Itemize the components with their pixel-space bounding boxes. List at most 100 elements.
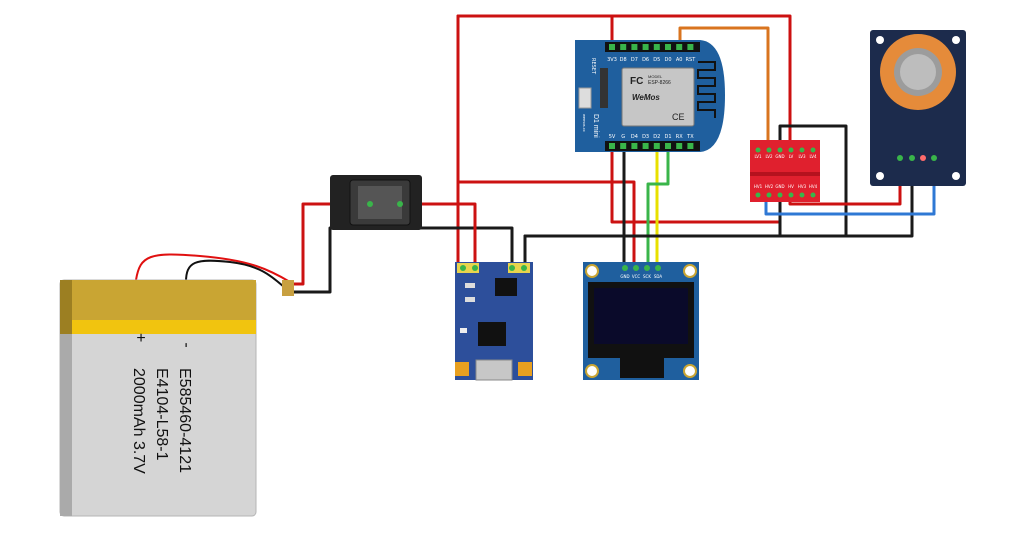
shifter-pin-label-lv1: LV1: [754, 154, 762, 159]
d1-pin-d5: [653, 44, 660, 50]
charger-pin-2: [472, 265, 478, 271]
d1-fcc-mark: FC: [630, 76, 643, 87]
shifter-board: [750, 140, 820, 202]
d1-brand: WeMos: [632, 93, 660, 102]
d1-pin-d3: [642, 143, 649, 149]
charger-pin-4: [521, 265, 527, 271]
shifter-pin-lv4: [810, 147, 816, 153]
d1-reset-label: RESET: [590, 58, 596, 75]
oled-hole-tr: [683, 264, 697, 278]
charger-resistor-2: [465, 297, 475, 302]
shifter-pin-label-hv3: HV3: [798, 184, 807, 189]
d1-pin-label-d2: D2: [653, 134, 660, 140]
wire-3v3-red: [610, 14, 792, 152]
d1-pin-label-d1: D1: [664, 134, 671, 140]
shifter-pin-label-lv2: LV2: [765, 154, 773, 159]
wire-gnd-black-2: [523, 180, 626, 270]
charger-pad-tl: [457, 263, 479, 273]
oled-ribbon: [620, 358, 664, 378]
charger-module: [455, 262, 533, 381]
oled-hole-br: [683, 364, 697, 378]
sensor-led: [920, 155, 926, 161]
charger-pad-bl: [455, 362, 469, 376]
d1-pin-d2: [653, 143, 660, 149]
oled-pin-gnd: [622, 265, 628, 271]
d1-model-label: MODEL: [648, 74, 663, 79]
sensor-hole-4: [952, 172, 960, 180]
charger-usb-port[interactable]: [475, 359, 513, 381]
d1-pin-rst: [687, 44, 694, 50]
d1-chip-label: ESP-8266: [648, 80, 671, 86]
shifter-pin-hv4: [810, 192, 816, 198]
battery-top-tape: [60, 280, 256, 320]
sensor-hole-1: [876, 36, 884, 44]
wire-gnd-black-4: [778, 124, 848, 238]
d1-website: wemos.cc: [582, 114, 587, 132]
d1-pin-label-a0: A0: [676, 57, 683, 63]
battery: - + E585460-4121 E4104-L58-1 2000mAh 3.7…: [59, 279, 294, 517]
d1-pin-label-d6: D6: [642, 57, 649, 63]
d1-pin-label-d8: D8: [620, 57, 627, 63]
wire-5v-red-2: [456, 14, 636, 270]
battery-connector: [282, 280, 294, 296]
battery-lead-black: [185, 259, 291, 293]
d1-pin-d8: [620, 44, 627, 50]
battery-spec-line1: E585460-4121: [176, 368, 193, 473]
shifter-pin-label-gnd: GND: [775, 154, 784, 159]
shifter-pin-label-hv2: HV2: [765, 184, 774, 189]
battery-minus-label: -: [178, 342, 195, 347]
shifter-pin-hv: [788, 192, 794, 198]
d1-pin-label-d0: D0: [664, 57, 671, 63]
oled-pin-label-gnd: GND: [620, 274, 629, 279]
wire-sensor-blue: [764, 158, 936, 216]
shifter-pin-hv3: [799, 192, 805, 198]
wires: [135, 14, 936, 294]
sensor-hole-3: [876, 172, 884, 180]
d1-esp-shield: [621, 67, 695, 127]
charger-pad-tr: [508, 263, 530, 273]
d1-pin-d4: [631, 143, 638, 149]
oled-pin-label-sda: SDA: [654, 274, 663, 279]
d1-pin-rx: [676, 143, 683, 149]
d1-header-bottom: [605, 141, 700, 151]
shifter-pin-label-hv4: HV4: [809, 184, 818, 189]
sensor-hole-2: [952, 36, 960, 44]
oled-pin-sck: [644, 265, 650, 271]
wire-gnd-black-6: [288, 226, 514, 294]
wire-d2-green: [646, 144, 670, 270]
d1-pin-d0: [665, 44, 671, 50]
d1-pin-label-d3: D3: [642, 134, 649, 140]
shifter-pin-label-lv3: LV3: [798, 154, 806, 159]
rocker-switch[interactable]: [330, 175, 422, 230]
shifter-pin-label-lv: LV: [789, 154, 794, 159]
shifter-strip: [750, 172, 820, 176]
d1-pin-5v: [609, 143, 615, 149]
d1-pin-label-3v3: 3V3: [607, 57, 617, 63]
shifter-pin-label-gnd: GND: [775, 184, 784, 189]
d1-pin-d7: [631, 44, 638, 50]
charger-pin-1: [460, 265, 466, 271]
shifter-pin-label-lv4: LV4: [809, 154, 817, 159]
switch-rocker-face: [358, 186, 402, 219]
d1-reset-button[interactable]: [578, 87, 592, 109]
charger-pad-br: [518, 362, 532, 376]
shifter-pin-lv2: [766, 147, 772, 153]
d1-pin-a0: [676, 44, 683, 50]
d1-pin-label-g: G: [621, 134, 625, 140]
d1-header-top: [605, 42, 700, 52]
sensor-pin-3: [931, 155, 937, 161]
shifter-pin-lv3: [799, 147, 805, 153]
oled-pin-label-vcc: VCC: [632, 274, 641, 279]
sensor-pin-2: [909, 155, 915, 161]
oled-hole-tl: [585, 264, 599, 278]
switch-terminal-1: [367, 201, 373, 207]
d1-pin-tx: [687, 143, 694, 149]
oled-pin-sda: [655, 265, 661, 271]
oled-pin-vcc: [633, 265, 639, 271]
